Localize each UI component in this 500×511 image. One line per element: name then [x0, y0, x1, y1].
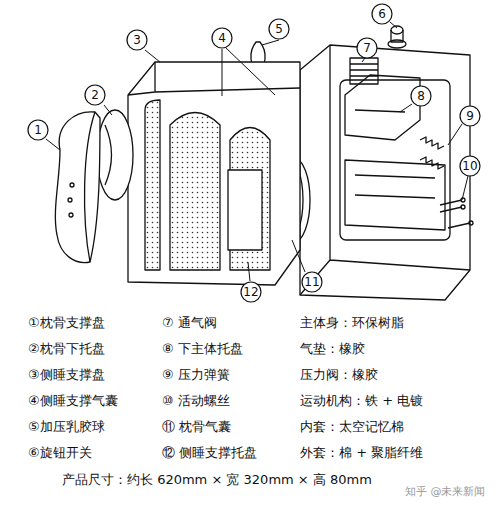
- movable-screws: [440, 198, 473, 228]
- part-name: ②枕骨下托盘: [28, 342, 105, 356]
- callout-circle: 10: [459, 155, 481, 177]
- occipital-support-shell: [55, 112, 100, 263]
- callout-number: 10: [462, 159, 477, 173]
- callout-circle: 2: [84, 84, 106, 106]
- callout-number: 5: [275, 22, 283, 36]
- vent-valve: [350, 58, 378, 84]
- material-note: 内套：太空记忆棉: [300, 420, 404, 434]
- callout-circle: 9: [459, 105, 481, 127]
- lower-tray: [300, 45, 470, 300]
- callout-number: 4: [218, 31, 226, 45]
- callout-circle: 1: [27, 119, 49, 141]
- watermark: 知乎 @未来新闻: [405, 486, 486, 498]
- part-name: ⑧ 下主体托盘: [162, 342, 243, 356]
- callout-number: 6: [378, 7, 386, 21]
- callout-number: 7: [363, 41, 371, 55]
- callout-circle: 11: [301, 271, 323, 293]
- side-support-block: [228, 170, 262, 250]
- callout-number: 11: [304, 275, 319, 289]
- callout-circle: 6: [371, 3, 393, 25]
- part-name: ⑪ 枕骨气囊: [162, 420, 231, 434]
- callout-number: 1: [34, 123, 42, 137]
- part-name: ①枕骨支撑盘: [28, 316, 105, 330]
- part-name: ⑥旋钮开关: [28, 446, 92, 460]
- part-name: ⑤加压乳胶球: [28, 420, 105, 434]
- part-name: ③侧睡支撑盘: [28, 368, 105, 382]
- material-note: 主体身：环保树脂: [300, 316, 404, 330]
- dimension: 产品尺寸：约长 620mm × 宽 320mm × 高 80mm: [62, 473, 372, 487]
- material-note: 气垫：橡胶: [300, 342, 365, 356]
- callout-circle: 5: [268, 18, 290, 40]
- material-note: 外套：棉 + 聚脂纤维: [300, 446, 423, 460]
- material-note: 压力阀：橡胶: [300, 368, 378, 382]
- callout-circle: 8: [410, 85, 432, 107]
- callout-circle: 3: [126, 29, 148, 51]
- callout-number: 9: [466, 109, 474, 123]
- material-note: 运动机构：铁 + 电镀: [300, 394, 423, 408]
- part-name: ⑩ 活动螺丝: [162, 394, 230, 408]
- part-name: ⑦ 通气阀: [162, 316, 217, 330]
- leader-lines: [46, 22, 468, 281]
- callout-number: 12: [243, 285, 258, 299]
- occipital-lower-tray: [97, 110, 133, 200]
- callout-circle: 12: [240, 281, 262, 303]
- callout-number: 3: [133, 33, 141, 47]
- callout-circle: 4: [211, 27, 233, 49]
- callout-number: 8: [417, 89, 425, 103]
- callout-number: 2: [91, 88, 99, 102]
- part-name: ④侧睡支撑气囊: [28, 394, 118, 408]
- part-name: ⑫ 侧睡支撑托盘: [162, 446, 257, 460]
- part-name: ⑨ 压力弹簧: [162, 368, 230, 382]
- callout-circle: 7: [356, 37, 378, 59]
- pressure-springs: [420, 137, 444, 169]
- knob-switch: [388, 26, 406, 48]
- side-support-tray-main: [128, 62, 300, 285]
